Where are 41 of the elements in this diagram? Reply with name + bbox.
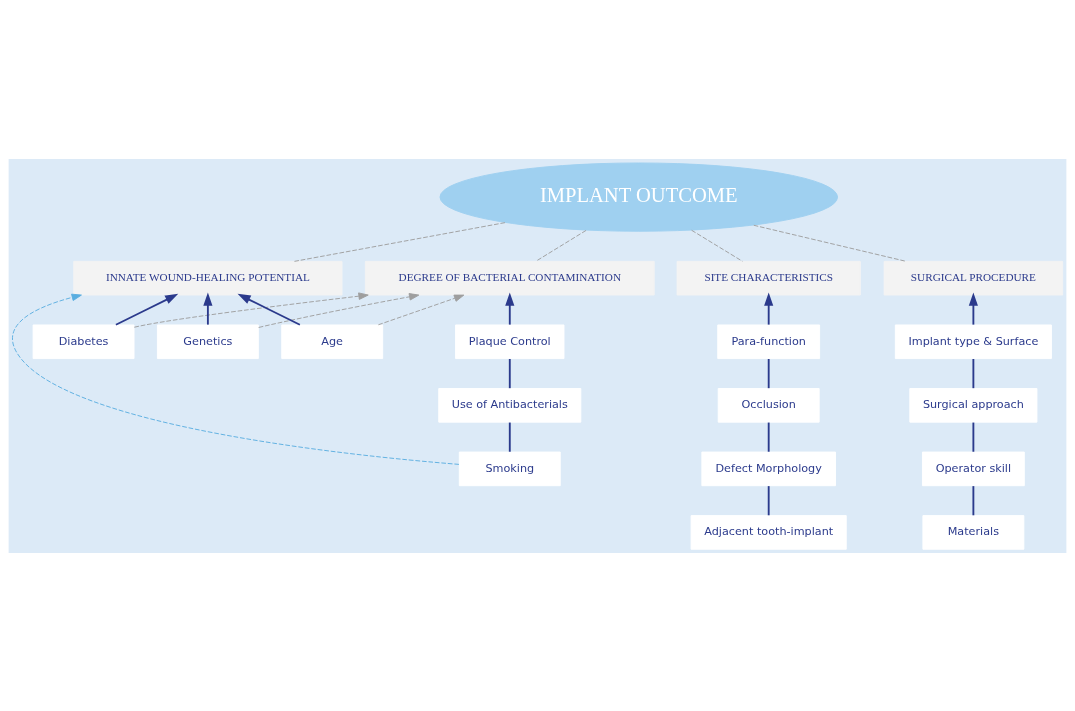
arrow — [203, 292, 213, 326]
arrow — [12, 293, 460, 465]
arrow — [258, 292, 420, 328]
node-box: Implant type & Surface — [894, 323, 1052, 359]
arrow — [505, 292, 515, 326]
arrow — [968, 292, 978, 326]
connector — [767, 484, 770, 516]
node-box: Smoking — [458, 451, 561, 486]
connector — [508, 421, 511, 453]
node-box: Surgical approach — [909, 387, 1038, 423]
arrow — [133, 291, 369, 328]
node-box: Plaque Control — [455, 323, 565, 359]
connector — [535, 229, 587, 262]
node-box: SURGICAL PROCEDURE — [883, 260, 1064, 295]
connector — [767, 357, 770, 389]
connector — [293, 221, 506, 262]
connector — [508, 357, 511, 389]
node-box: Operator skill — [921, 451, 1025, 486]
connector — [972, 484, 975, 516]
node-box: Diabetes — [32, 323, 135, 359]
arrow — [764, 292, 774, 326]
connector — [972, 357, 975, 389]
arrow — [377, 294, 465, 325]
node-box: Occlusion — [717, 387, 820, 423]
connector — [972, 421, 975, 453]
arrow — [237, 293, 301, 326]
connector — [691, 229, 743, 262]
node-box: INNATE WOUND-HEALING POTENTIAL — [73, 260, 343, 295]
arrow — [114, 293, 179, 326]
node-box: DEGREE OF BACTERIAL CONTAMINATION — [364, 260, 655, 295]
node-box: Defect Morphology — [701, 451, 836, 486]
node-box: Use of Antibacterials — [438, 387, 582, 423]
node-box: Genetics — [156, 323, 259, 359]
node-box: Materials — [922, 514, 1025, 550]
node-box: Age — [281, 323, 384, 359]
node-box: Para-function — [717, 323, 821, 359]
connector — [753, 224, 907, 262]
node-box: SITE CHARACTERISTICS — [676, 260, 861, 295]
node-ellipse: IMPLANT OUTCOME — [439, 162, 838, 232]
node-box: Adjacent tooth-implant — [690, 514, 847, 550]
connector — [767, 421, 770, 453]
